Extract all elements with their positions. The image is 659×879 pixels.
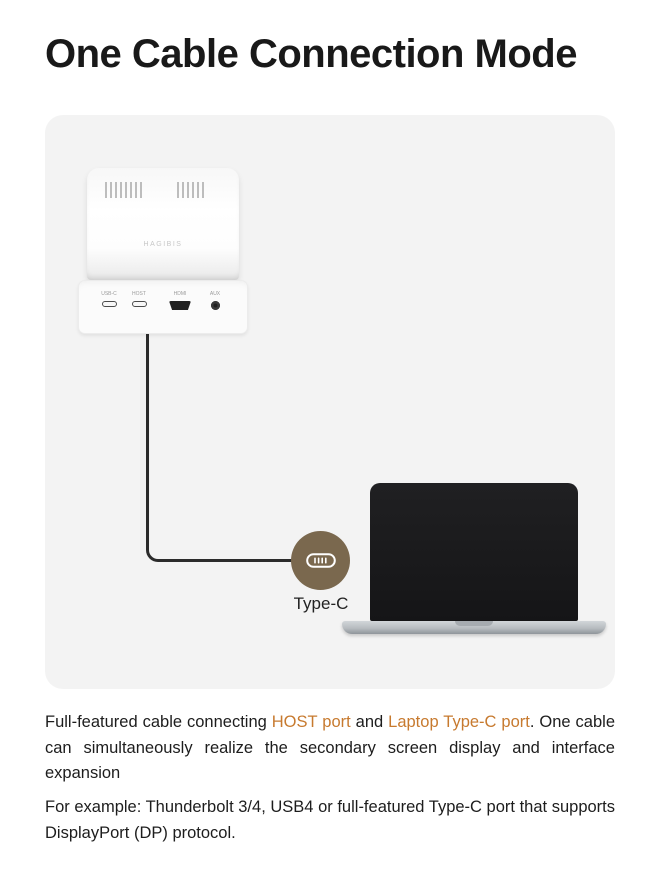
port-label: AUX (209, 291, 221, 297)
desc-text: and (350, 713, 389, 731)
dock-brand-label: HAGIBIS (143, 241, 183, 248)
laptop-screen (370, 483, 578, 621)
type-c-connector-badge (291, 531, 350, 590)
laptop-type-c-highlight: Laptop Type-C port (388, 713, 530, 731)
description-paragraph-1: Full-featured cable connecting HOST port… (45, 710, 615, 787)
aux-port: AUX (205, 292, 225, 310)
host-port-highlight: HOST port (271, 713, 351, 731)
type-c-label: Type-C (293, 594, 349, 613)
laptop-base (342, 621, 606, 634)
dock-illustration: HAGIBIS USB-C HOST HDMI AUX (78, 168, 248, 334)
dock-base: USB-C HOST HDMI AUX (78, 280, 248, 334)
usb-c-port-1: USB-C (97, 292, 121, 307)
desc-text: . One cable can simultaneously realize t… (45, 713, 615, 782)
dock-head: HAGIBIS (87, 168, 239, 280)
hdmi-port: HDMI (165, 292, 195, 310)
usb-c-host-port: HOST (127, 292, 151, 307)
connection-cable (146, 334, 296, 562)
port-label: USB-C (101, 291, 117, 297)
aux-jack-icon (210, 301, 220, 310)
desc-text: Full-featured cable connecting (45, 713, 272, 731)
vent-grille-icon (177, 182, 204, 198)
usb-c-port-icon (101, 301, 117, 307)
description-paragraph-2: For example: Thunderbolt 3/4, USB4 or fu… (45, 795, 615, 846)
usb-c-port-icon (131, 301, 147, 307)
desc-text: For example: Thunderbolt 3/4, USB4 or fu… (45, 798, 615, 842)
usb-c-plug-icon (305, 553, 336, 568)
vent-grille-icon (105, 182, 145, 198)
illustration-panel: HAGIBIS USB-C HOST HDMI AUX (45, 115, 615, 689)
page-title: One Cable Connection Mode (45, 32, 577, 76)
hdmi-port-icon (169, 301, 191, 310)
laptop-lid-notch (455, 621, 493, 626)
port-label: HDMI (173, 291, 187, 297)
port-label: HOST (132, 291, 146, 297)
